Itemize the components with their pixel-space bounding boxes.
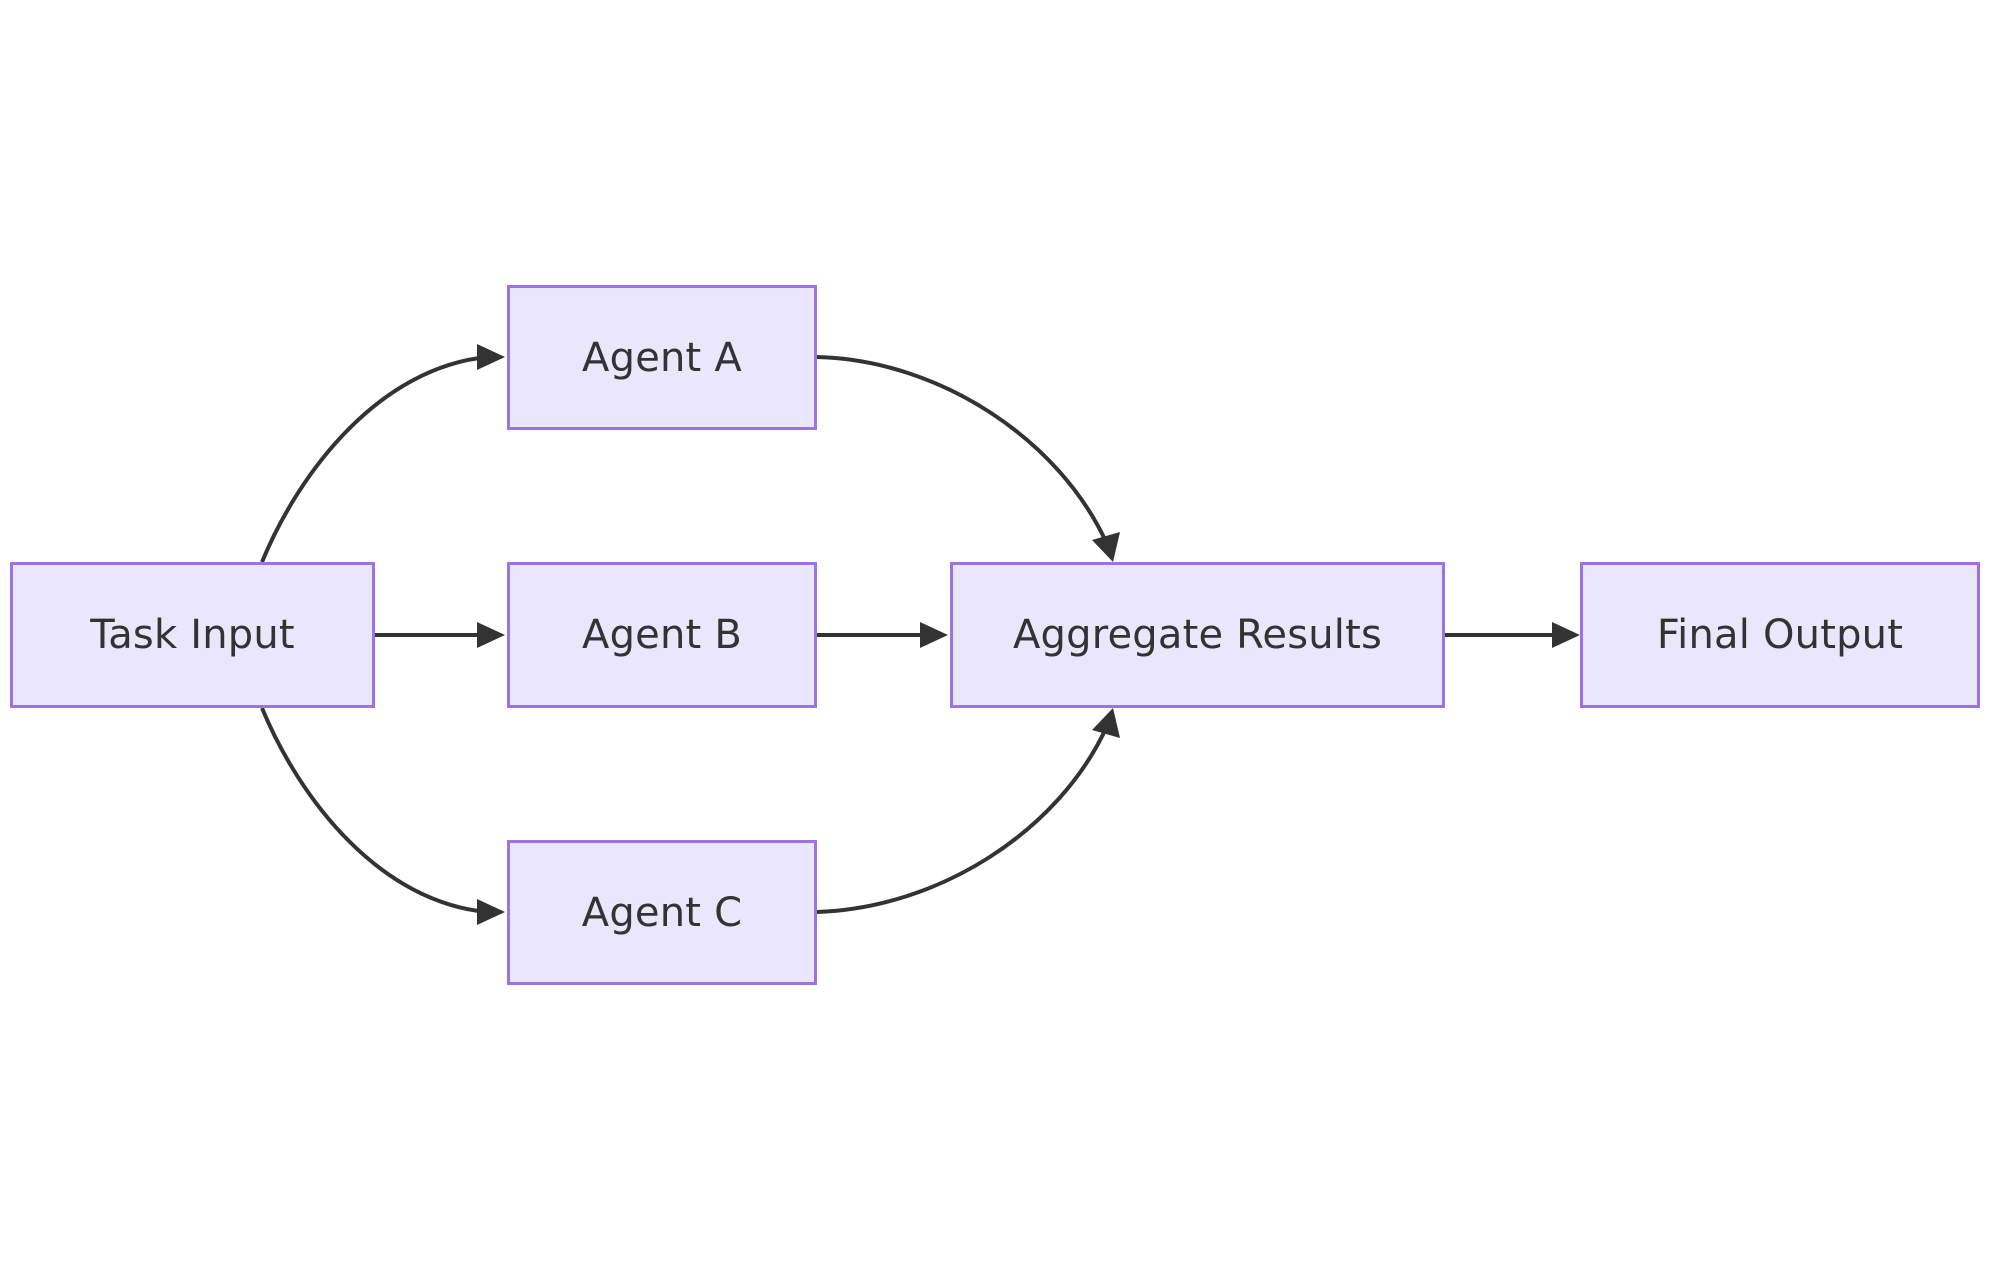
arrowhead-icon	[477, 344, 505, 370]
edge-task-input-to-agent-b	[375, 622, 505, 648]
node-label-agent-c: Agent C	[581, 889, 743, 936]
node-task-input[interactable]: Task Input	[10, 562, 375, 708]
edge-agent-b-to-aggregate	[817, 622, 948, 648]
node-label-aggregate-results: Aggregate Results	[1012, 612, 1383, 658]
node-final-output[interactable]: Final Output	[1580, 562, 1980, 708]
arrowhead-icon	[1092, 532, 1120, 562]
edge-agent-a-to-aggregate	[816, 355, 1120, 562]
arrowhead-icon	[477, 622, 505, 648]
node-label-task-input: Task Input	[90, 612, 295, 658]
arrowhead-icon	[1092, 708, 1120, 738]
node-agent-b[interactable]: Agent B	[507, 562, 817, 708]
node-label-agent-b: Agent B	[582, 612, 742, 658]
arrowhead-icon	[477, 899, 505, 925]
node-label-final-output: Final Output	[1656, 612, 1904, 658]
edge-aggregate-to-final-output	[1445, 622, 1580, 648]
edge-task-input-to-agent-a	[260, 344, 505, 563]
edge-task-input-to-agent-c	[260, 707, 505, 925]
arrowhead-icon	[920, 622, 948, 648]
edge-agent-c-to-aggregate	[816, 708, 1120, 914]
node-label-agent-a: Agent A	[582, 334, 742, 381]
node-aggregate-results[interactable]: Aggregate Results	[950, 562, 1445, 708]
node-agent-a[interactable]: Agent A	[507, 285, 817, 430]
node-agent-c[interactable]: Agent C	[507, 840, 817, 985]
arrowhead-icon	[1552, 622, 1580, 648]
